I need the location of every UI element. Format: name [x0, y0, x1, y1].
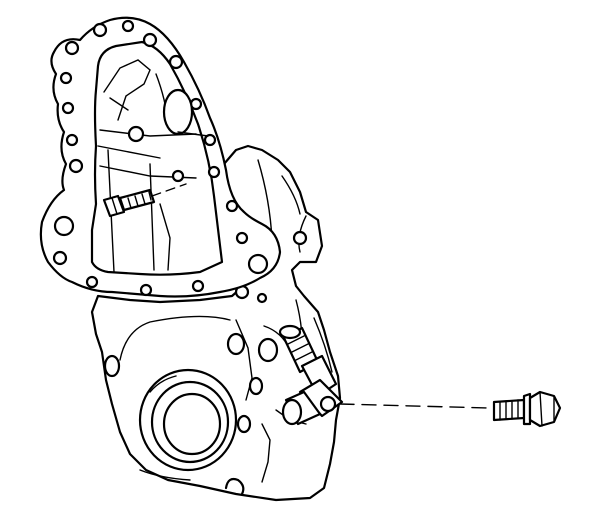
- cover-internal-details: [97, 59, 209, 273]
- crankshaft-seal: [138, 368, 238, 472]
- gasket-bolt-hole: [121, 19, 135, 33]
- gasket-bolt-hole: [168, 54, 184, 70]
- cover-boss-hole: [248, 376, 264, 396]
- cover-lower-tab: [224, 477, 245, 496]
- gasket-bolt-hole: [64, 40, 80, 56]
- gasket-bolt-hole: [207, 165, 221, 179]
- gasket-bolt-hole: [52, 250, 68, 266]
- cover-boss-hole: [257, 337, 279, 363]
- sensor-mounting-bolt: [339, 390, 562, 428]
- gasket-bolt-hole: [235, 231, 249, 245]
- gasket-bolt-hole: [65, 133, 79, 147]
- cover-internal-hole: [127, 125, 145, 143]
- cover-boss-hole: [292, 230, 308, 246]
- crankshaft-position-sensor: [278, 324, 344, 426]
- cover-internal-boss: [162, 88, 194, 136]
- gasket-bolt-hole: [68, 158, 84, 174]
- cover-bolt: [102, 183, 187, 218]
- cover-boss-hole: [103, 354, 121, 378]
- gasket-bolt-hole: [203, 133, 217, 147]
- gasket-dowel-hole: [247, 253, 269, 275]
- cover-boss-hole: [236, 414, 252, 434]
- gasket-bolt-hole: [225, 199, 239, 213]
- gasket-bolt-hole: [191, 279, 205, 293]
- gasket-bolt-hole: [85, 275, 99, 289]
- gasket-dowel-hole: [53, 215, 75, 237]
- cover-boss-hole: [256, 292, 268, 304]
- gasket-bolt-hole: [92, 22, 108, 38]
- gasket-bolt-hole: [61, 101, 75, 115]
- cover-boss-hole: [226, 332, 246, 356]
- gasket-bolt-hole: [59, 71, 73, 85]
- cover-internal-hole: [171, 169, 185, 183]
- gasket-bolt-hole: [139, 283, 153, 297]
- gasket-bolt-hole: [142, 32, 158, 48]
